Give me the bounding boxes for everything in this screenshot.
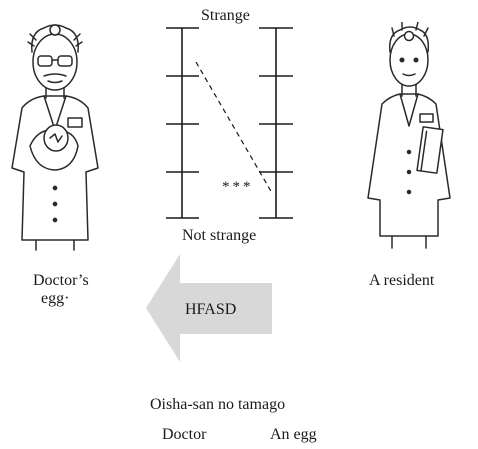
phrase-gloss-doctor: Doctor <box>162 426 207 443</box>
left-figure-label-line2: egg· <box>41 290 70 307</box>
scale-bottom-label: Not strange <box>182 227 257 244</box>
young-resident-doctor-icon <box>367 22 451 249</box>
scale-top-label: Strange <box>201 7 250 24</box>
left-figure-label-line1: Doctor’s <box>33 272 89 289</box>
phrase-gloss-egg: An egg <box>270 426 317 443</box>
senior-doctor-holding-egg-icon <box>11 24 99 251</box>
right-figure-label: A resident <box>369 272 435 289</box>
dashed-trend-line <box>195 61 273 194</box>
significance-marker: *** <box>222 179 254 195</box>
phrase-text: Oisha-san no tamago <box>150 396 286 413</box>
arrow-label: HFASD <box>185 301 237 318</box>
